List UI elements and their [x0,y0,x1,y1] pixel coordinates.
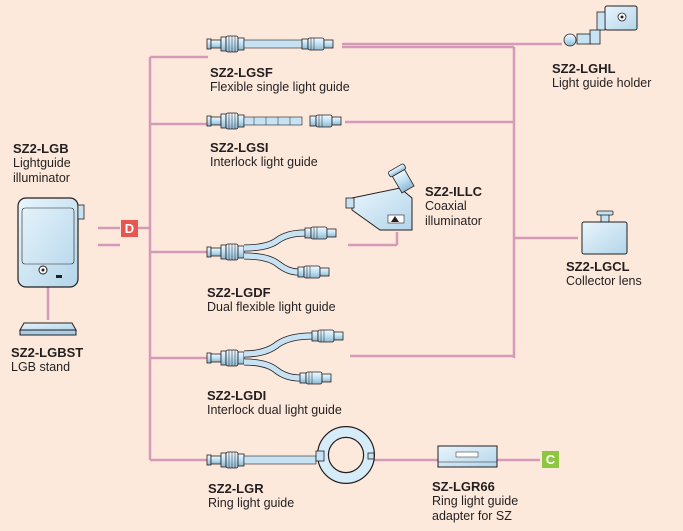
product-desc: LGB stand [11,360,71,374]
product-desc: Collector lens [566,274,642,288]
product-code: SZ-LGR66 [432,479,495,494]
product-code: SZ2-LGB [13,141,69,156]
product-desc: Ring light guide [432,494,519,508]
collector-lens-icon [581,210,628,255]
label-sz2-lghl: SZ2-LGHL Light guide holder [552,61,651,91]
label-sz2-lgdi: SZ2-LGDI Interlock dual light guide [207,388,342,418]
label-sz2-lgdf: SZ2-LGDF Dual flexible light guide [207,285,336,315]
lgsi-cable [243,116,303,126]
lgsi-plug-icon [206,112,245,130]
lgb-stand-icon [19,322,77,336]
label-sz2-lgsf: SZ2-LGSF Flexible single light guide [210,65,350,95]
product-desc: Lightguide [13,156,71,170]
product-desc: illuminator [13,171,70,185]
product-desc: Light guide holder [552,76,652,90]
label-sz2-lgb: SZ2-LGB Lightguide illuminator [13,141,71,186]
product-desc: adapter for SZ [432,509,512,523]
product-code: SZ2-LGDI [207,388,267,403]
connector-lines [46,42,578,462]
product-desc: Interlock dual light guide [207,403,342,417]
product-desc: illuminator [425,214,482,228]
product-code: SZ2-ILLC [425,184,483,199]
product-desc: Interlock light guide [210,155,318,169]
lgb-illuminator-icon [17,197,85,288]
coaxial-illuminator-icon [345,163,415,231]
product-code: SZ2-LGSI [210,140,269,155]
lgdi-dual-guide-icon [206,329,344,385]
product-desc: Dual flexible light guide [207,300,336,314]
label-sz2-illc: SZ2-ILLC Coaxial illuminator [425,184,482,229]
badge-c: C [542,451,559,468]
label-sz-lgr66: SZ-LGR66 Ring light guide adapter for SZ [432,479,518,524]
label-sz2-lgcl: SZ2-LGCL Collector lens [566,259,642,289]
lgsi-tip-icon [309,114,342,128]
lgsf-cable [243,39,303,49]
product-code: SZ2-LGBST [11,345,84,360]
lgdf-dual-guide-icon [206,226,337,279]
ring-light-guide-icon [206,426,375,484]
product-code: SZ2-LGCL [566,259,630,274]
light-guide-holder-icon [563,5,638,47]
lgsf-tip-icon [301,37,334,51]
ring-adapter-icon [437,445,498,468]
label-sz2-lgbst: SZ2-LGBST LGB stand [11,345,83,375]
lgsf-plug-icon [206,35,245,53]
product-code: SZ2-LGHL [552,61,616,76]
product-code: SZ2-LGSF [210,65,273,80]
label-sz2-lgr: SZ2-LGR Ring light guide [208,481,294,511]
badge-d: D [121,220,138,237]
label-sz2-lgsi: SZ2-LGSI Interlock light guide [210,140,318,170]
product-desc: Ring light guide [208,496,295,510]
product-code: SZ2-LGDF [207,285,271,300]
product-code: SZ2-LGR [208,481,264,496]
product-desc: Flexible single light guide [210,80,350,94]
product-desc: Coaxial [425,199,467,213]
